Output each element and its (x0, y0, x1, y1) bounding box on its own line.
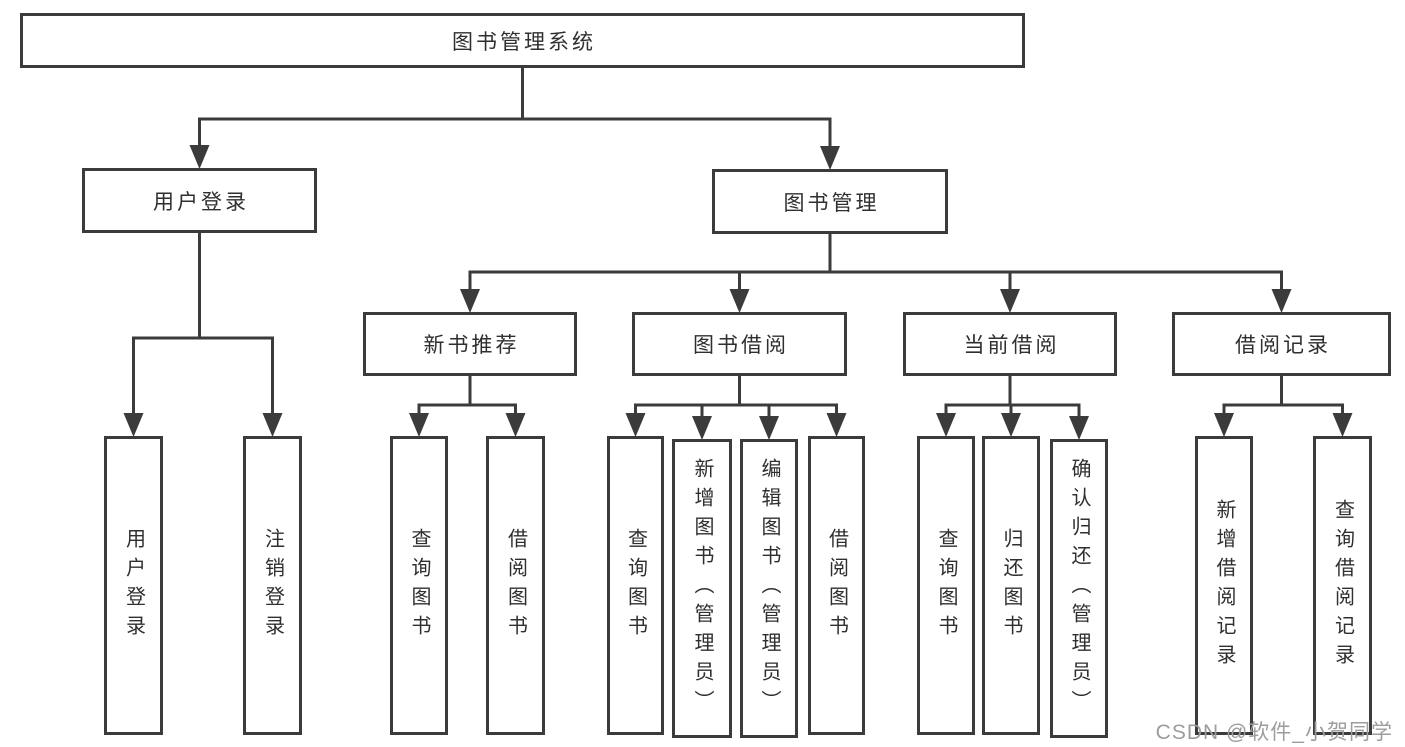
node-nbr-query-books: 查询图书 (390, 436, 448, 735)
node-root: 图书管理系统 (20, 13, 1025, 68)
node-book-mgmt: 图书管理 (712, 169, 948, 234)
arrowhead (505, 413, 526, 437)
node-br-query-record: 查询借阅记录 (1313, 436, 1372, 735)
arrowhead (1271, 289, 1292, 313)
arrowhead (1001, 413, 1021, 437)
node-new-book-rec: 新书推荐 (363, 312, 577, 376)
node-borrow-records: 借阅记录 (1172, 312, 1391, 376)
node-cb-return-books: 归还图书 (982, 436, 1040, 735)
node-current-borrow: 当前借阅 (903, 312, 1117, 376)
arrowhead (409, 413, 429, 437)
arrowhead (1069, 416, 1089, 440)
node-br-add-record: 新增借阅记录 (1195, 436, 1253, 735)
arrowhead (625, 413, 646, 437)
arrowhead (123, 413, 144, 437)
node-logout-leaf: 注销登录 (243, 436, 302, 735)
arrowhead (729, 289, 750, 313)
node-cb-confirm-return: 确认归还（管理员） (1050, 439, 1108, 738)
arrowhead (1332, 413, 1353, 437)
node-bb-add-books: 新增图书（管理员） (672, 439, 732, 738)
node-nbr-borrow-books: 借阅图书 (486, 436, 545, 735)
arrowhead (820, 146, 840, 170)
arrowhead (826, 413, 847, 437)
node-bb-edit-books: 编辑图书（管理员） (740, 439, 798, 738)
arrowhead (692, 416, 712, 440)
arrowhead (1000, 289, 1020, 313)
arrowhead (189, 145, 210, 169)
node-bb-borrow-books: 借阅图书 (808, 436, 865, 735)
arrowhead (262, 413, 283, 437)
node-user-login-leaf: 用户登录 (104, 436, 163, 735)
arrowhead (1214, 413, 1234, 437)
watermark: CSDN @软件_小贺同学 (1155, 721, 1393, 744)
node-cb-query-books: 查询图书 (917, 436, 975, 735)
arrowhead (460, 289, 480, 313)
node-bb-query-books: 查询图书 (607, 436, 664, 735)
arrowhead (759, 416, 779, 440)
arrowhead (936, 413, 956, 437)
node-book-borrow: 图书借阅 (632, 312, 847, 376)
node-user-login: 用户登录 (82, 168, 317, 233)
